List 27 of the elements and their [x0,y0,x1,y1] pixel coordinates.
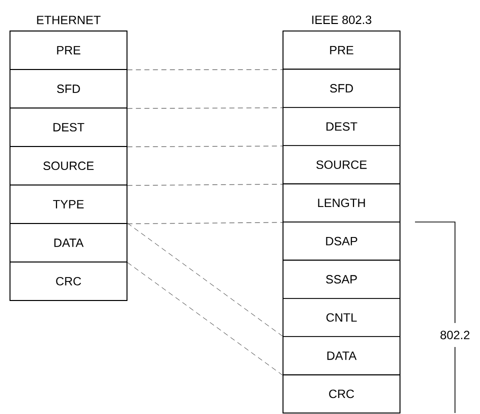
field-cell: SFD [10,69,128,108]
connector-line [127,146,283,148]
connector-line [127,262,283,376]
connector-line [127,108,283,109]
field-cell: DATA [282,336,400,376]
field-cell: LENGTH [282,183,400,222]
connector-line [127,184,283,186]
field-cell: TYPE [10,184,128,224]
field-cell: SOURCE [10,146,128,186]
field-cell: DATA [10,223,128,262]
connector-line [127,69,283,70]
field-cell: SOURCE [282,145,400,184]
node-label: ETHERNET [37,16,101,24]
field-cell: PRE [10,30,128,70]
field-cell: SSAP [282,260,400,299]
field-cell: DEST [282,107,400,146]
field-cell: PRE [282,30,400,70]
connector-line [127,222,283,336]
field-cell: DEST [10,108,128,147]
field-cell: CNTL [282,298,400,337]
field-cell: CRC [10,262,128,301]
bracket-label: 802.2 [440,330,470,340]
field-cell: DSAP [282,222,400,261]
field-cell: SFD [282,68,400,108]
connector-line [127,222,283,224]
node-label: IEEE 802.3 [312,16,372,24]
field-cell: CRC [282,374,400,414]
